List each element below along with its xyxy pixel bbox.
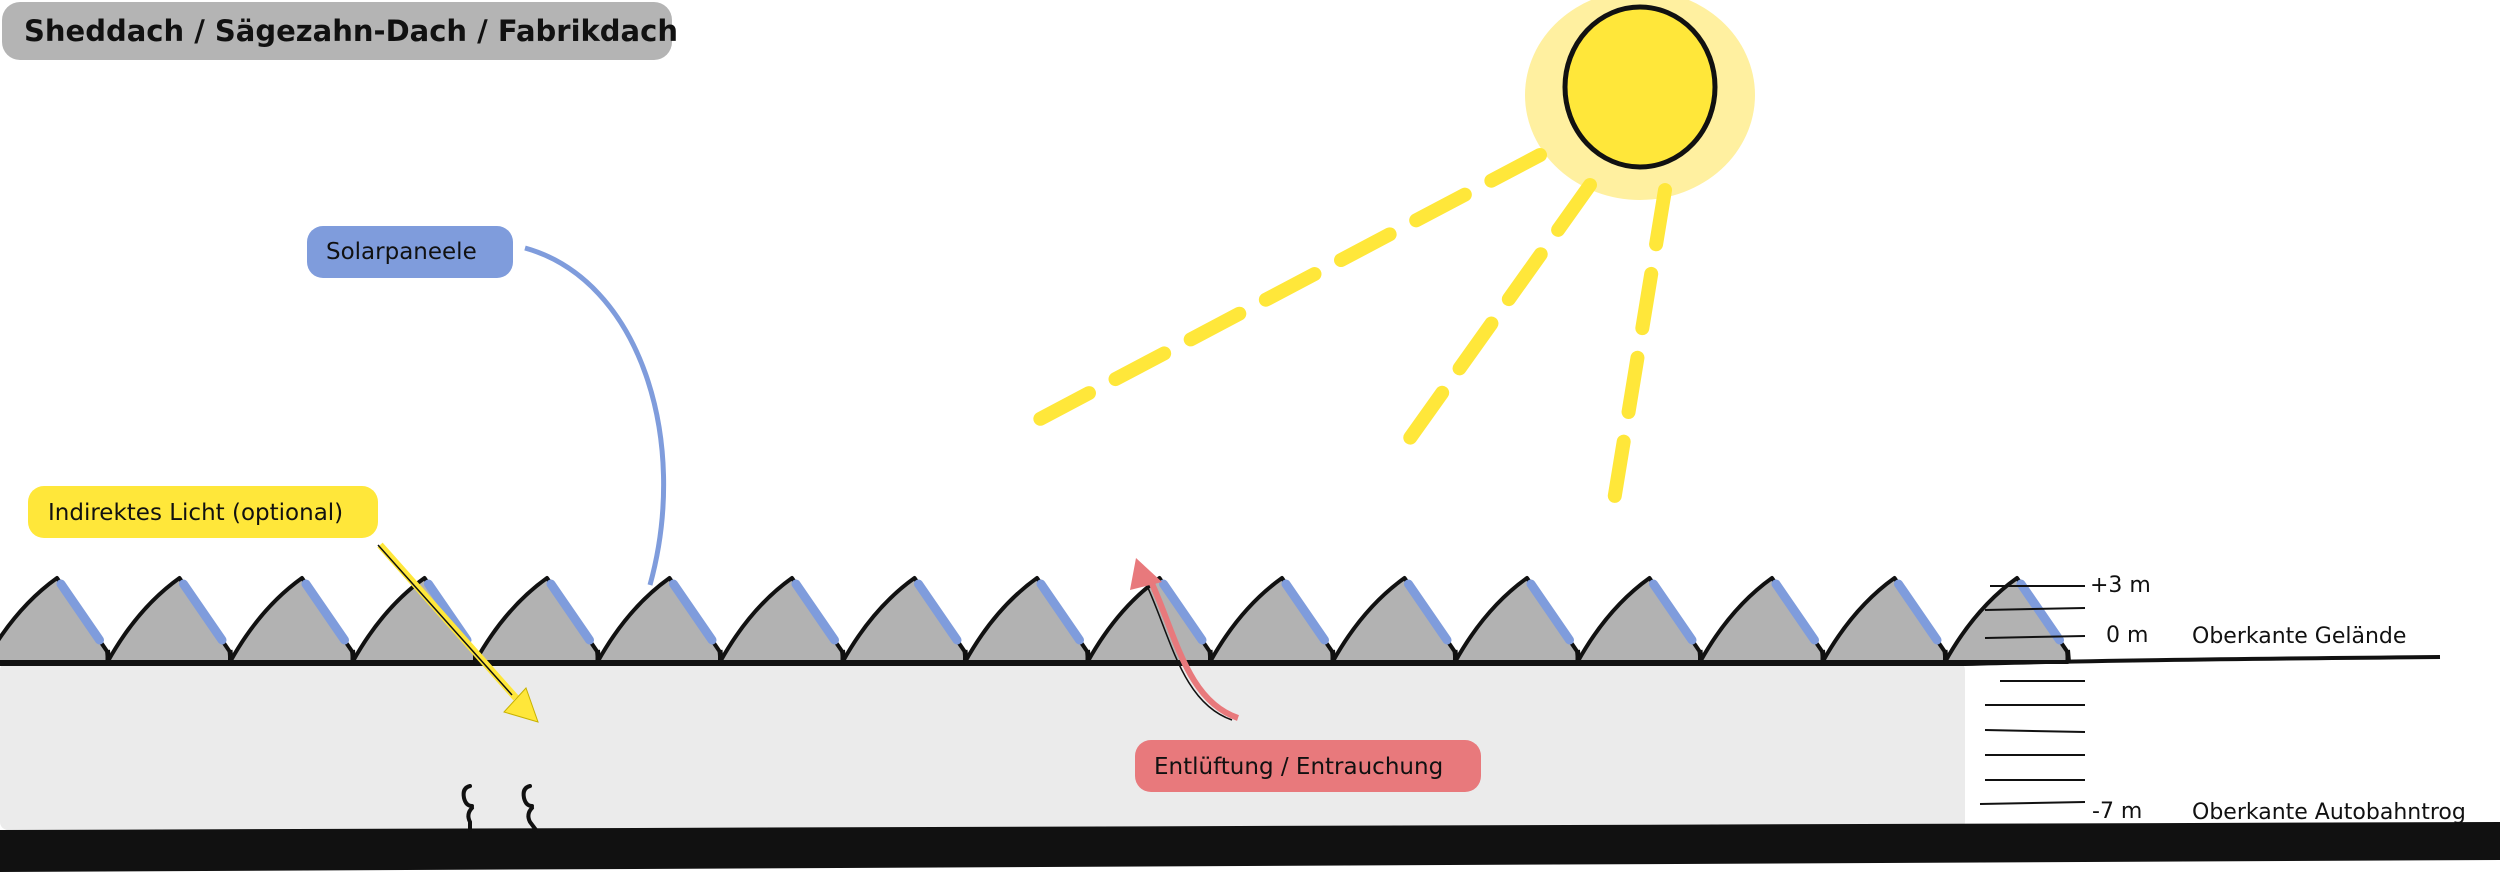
level-minus7-desc: Oberkante Autobahntrog: [2192, 800, 2466, 825]
vent-arrow-shaft: [1145, 573, 1240, 721]
solar-panel: [1526, 579, 1574, 645]
solar-panel: [1159, 579, 1207, 645]
sun-ray: [1403, 178, 1597, 445]
solar-panel: [1771, 579, 1819, 645]
solar-panel: [669, 579, 717, 645]
solar-label: Solarpaneele: [326, 239, 477, 265]
solar-panel: [56, 579, 104, 645]
page-title: Sheddach / Sägezahn-Dach / Fabrikdach: [24, 14, 678, 48]
sun-ray: [1031, 148, 1547, 427]
vent-arrow-head: [1130, 558, 1162, 590]
light-label: Indirektes Licht (optional): [48, 500, 343, 526]
scale-tick: [1984, 635, 2086, 639]
level-minus7-value: -7 m: [2092, 799, 2142, 824]
solar-panel: [791, 579, 839, 645]
solar-panel: [1281, 579, 1329, 645]
vent-arrow-outline: [1142, 576, 1233, 721]
vent-label-bg: [1135, 740, 1481, 792]
level-scale: +3 m 0 m Oberkante Gelände -7 m Oberkant…: [1979, 573, 2466, 825]
solar-label-bg: [307, 226, 513, 278]
title-bg: [2, 2, 672, 60]
solar-leader-line: [524, 245, 667, 586]
scale-tick: [1979, 801, 2086, 805]
solar-panel: [914, 579, 962, 645]
roof-post: [2065, 649, 2071, 663]
light-arrow-shaft: [377, 542, 519, 701]
solar-panel: [546, 579, 594, 645]
light-arrow-outline: [377, 544, 513, 696]
sawtooth-roof: [0, 576, 2071, 664]
person-figure: [461, 784, 474, 832]
solar-panel: [179, 579, 227, 645]
roof-tooth: [0, 576, 110, 664]
sun-rays: [1031, 148, 1672, 532]
light-label-bg: [28, 486, 378, 538]
people-figures: [461, 784, 538, 832]
level-zero-value: 0 m: [2106, 623, 2148, 648]
sun: [1031, 0, 1755, 532]
sun-core: [1562, 4, 1718, 170]
vent-label: Entlüftung / Entrauchung: [1154, 754, 1443, 780]
level-plus3-value: +3 m: [2090, 573, 2151, 598]
solar-panel: [1036, 579, 1084, 645]
trough-floor: [0, 822, 2500, 872]
autobahn-trough: [0, 662, 1965, 830]
light-arrow-head: [503, 687, 539, 723]
solar-panel: [1649, 579, 1697, 645]
solar-panel: [2016, 579, 2064, 645]
sun-ray: [1603, 183, 1672, 532]
person-figure: [521, 784, 538, 832]
solar-panel: [301, 579, 349, 645]
scale-tick: [1984, 729, 2086, 733]
level-zero-desc: Oberkante Gelände: [2192, 624, 2406, 649]
solar-panel: [1404, 579, 1452, 645]
solar-panel: [1894, 579, 1942, 645]
scale-tick: [1984, 607, 2086, 611]
